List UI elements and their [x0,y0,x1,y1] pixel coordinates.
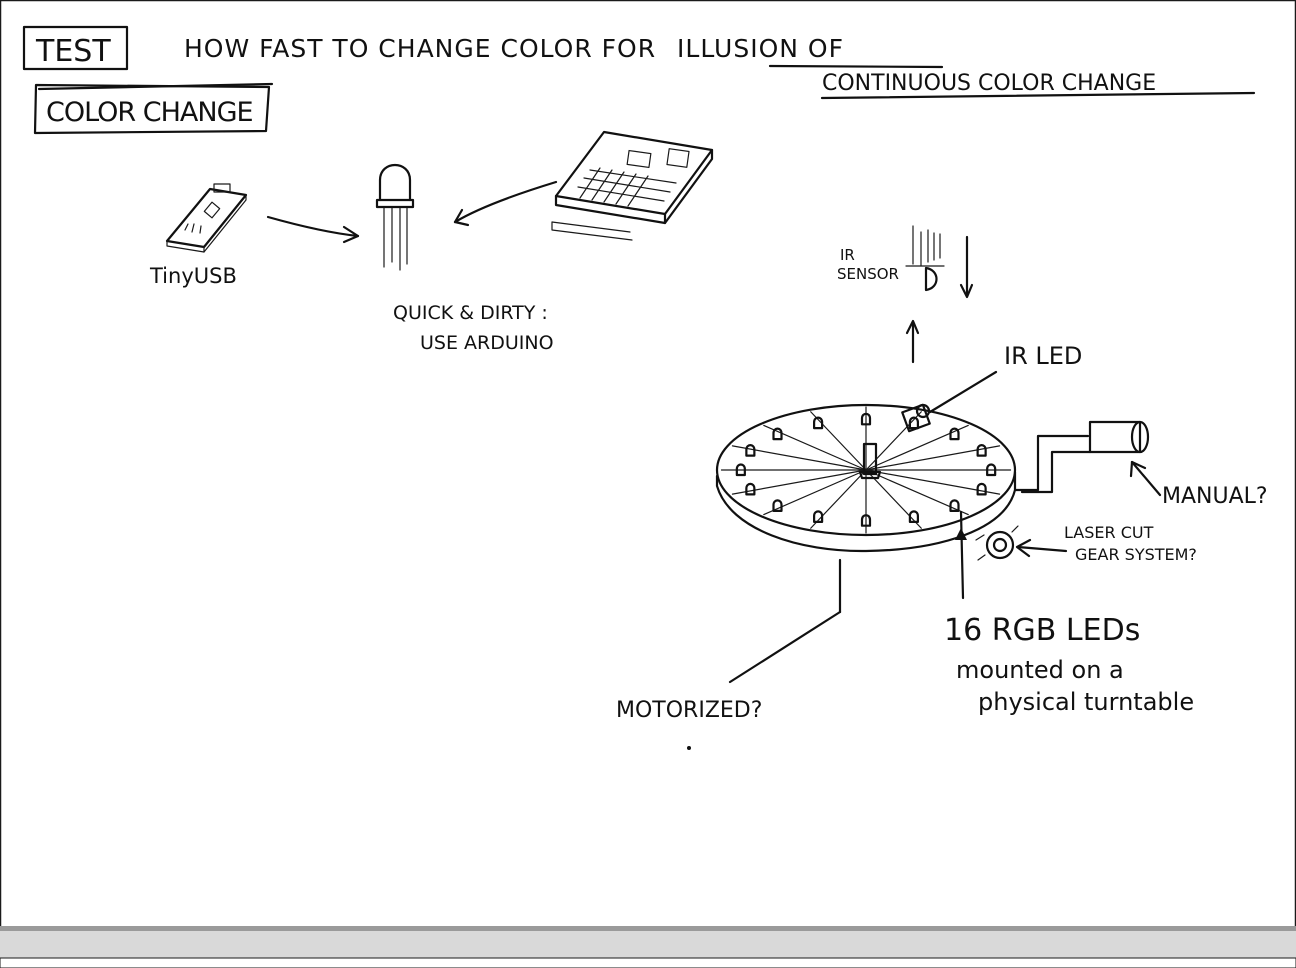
ir-led-on-table [901,403,931,433]
turntable-led [908,510,919,523]
note-line-2: USE ARDUINO [420,332,554,354]
tinyusb-label: TinyUSB [149,264,237,288]
motor-drawing [728,558,842,684]
turntable-led [772,427,783,441]
turntable-led [813,510,824,523]
scan-bottom-edge [0,957,1296,968]
turntable-led [745,444,756,457]
turntable-led [949,427,960,441]
question-underline-2 [820,91,1256,100]
turntable-spoke [810,411,867,471]
arrow-arduino-to-led [453,180,558,227]
leds-label-line-1: 16 RGB LEDs [944,613,1140,648]
leds-label-line-3: physical turntable [978,688,1194,716]
ir-led-label: IR LED [1004,342,1082,370]
arrow-to-crank [1129,460,1162,497]
pen-dot [687,746,691,750]
crank-handle-drawing [1014,420,1150,494]
gear-label-line-1: LASER CUT [1064,523,1154,542]
turntable-led [949,499,960,512]
turntable-led [976,444,987,457]
turntable-spoke [865,469,969,516]
leds-pointer-tip [955,528,967,540]
question-underline-1 [768,64,944,69]
turntable-led [986,463,997,477]
turntable-led [772,499,783,512]
rgb-led-drawing [375,164,415,271]
note-line-1: QUICK & DIRTY : [393,302,548,324]
question-underlined: ILLUSION OF [677,34,844,63]
turntable-spoke [763,424,867,471]
turntable-spoke [865,469,922,529]
manual-label: MANUAL? [1162,484,1268,509]
turntable-spoke [763,469,867,516]
ir-led-pointer [928,370,998,414]
leds-label-line-2: mounted on a [956,656,1124,684]
question-line-1: HOW FAST TO CHANGE COLOR FOR ILLUSION OF [184,34,844,63]
scan-shadow-edge [0,926,1296,931]
turntable-leds [735,412,997,527]
arduino-board-drawing [551,130,714,241]
color-change-label: COLOR CHANGE [46,97,253,128]
arrow-to-gear [1015,538,1068,558]
turntable-spoke [810,469,867,529]
turntable-led [860,412,872,426]
gear-drawing [975,525,1019,561]
ir-sensor-label-line-2: SENSOR [837,265,899,283]
ir-sensor-drawing [905,225,945,292]
turntable-led [860,514,872,527]
ir-sensor-label-line-1: IR [840,246,855,264]
turntable-led [735,463,746,477]
turntable-led [976,482,987,496]
leds-pointer [959,510,965,600]
turntable-led [908,416,919,430]
arrow-up-from-led [905,319,920,364]
test-label: TEST [35,34,111,69]
motorized-label: MOTORIZED? [616,698,762,723]
arrow-down-to-sensor [959,235,974,299]
arrow-board-to-led [266,215,360,244]
question-line-2: CONTINUOUS COLOR CHANGE [822,71,1156,96]
question-prefix: HOW FAST TO CHANGE COLOR FOR [184,34,656,63]
turntable-led [813,416,824,430]
gear-label-line-2: GEAR SYSTEM? [1075,545,1197,564]
color-change-box: COLOR CHANGE [33,82,274,135]
turntable-led [745,482,756,496]
scan-shadow-band [0,928,1296,960]
test-box: TEST [22,25,129,71]
turntable-spoke [865,424,969,471]
tinyusb-board-drawing [165,183,248,253]
turntable-drawing [715,403,1017,553]
